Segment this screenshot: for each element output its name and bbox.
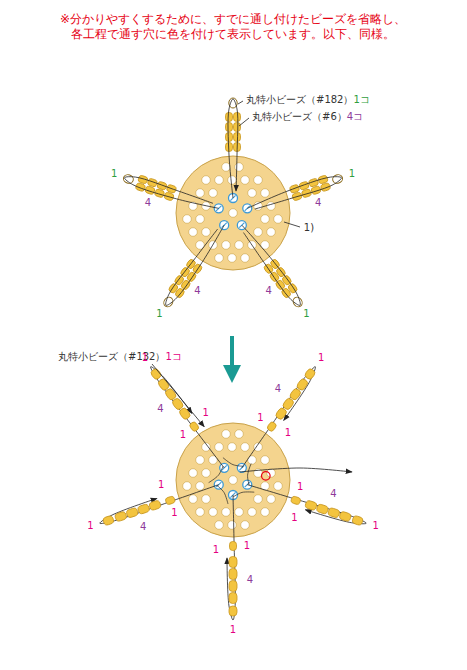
bead-count: 1 [180, 429, 186, 442]
bead-count: 4 [145, 197, 151, 210]
bead [102, 515, 114, 526]
bead [157, 378, 170, 392]
bead [149, 500, 162, 511]
bead [229, 569, 237, 580]
bead-count: 4 [275, 383, 281, 396]
callout-number: 1) [304, 222, 314, 235]
bead [266, 421, 277, 432]
bead [290, 496, 301, 505]
leader-line [284, 222, 300, 227]
bead-count: 4 [330, 488, 336, 501]
bead [126, 507, 139, 518]
bead-count: 1 [202, 407, 208, 420]
bead-count: 4 [315, 197, 321, 210]
bead [168, 283, 179, 294]
bead-count: 1 [318, 352, 324, 365]
bead-count: 4 [157, 403, 163, 416]
bead [230, 542, 237, 551]
bead-count: 1 [87, 520, 93, 533]
bead-count: 1 [213, 544, 219, 557]
marked-hole [262, 472, 271, 481]
bead [229, 593, 237, 604]
bead-arms [122, 98, 343, 309]
bead [114, 511, 127, 522]
bead [189, 421, 200, 432]
leader-line [238, 101, 243, 104]
bead [229, 557, 237, 568]
bead-count: 1 [111, 168, 117, 181]
bead [304, 368, 316, 381]
bead-count: 1 [171, 507, 177, 520]
bead-count: 1 [349, 168, 355, 181]
bead [226, 123, 233, 132]
bead-callout: 丸特小ビーズ（#6） [252, 111, 347, 124]
bead [147, 178, 158, 187]
bead [301, 189, 312, 198]
bead-count: 4 [194, 285, 200, 298]
bead-count: 1 [142, 352, 148, 365]
leader-line [239, 118, 249, 126]
bead-count: 4 [247, 574, 253, 587]
base-disc [176, 156, 290, 270]
bead [234, 123, 241, 132]
bead [352, 515, 364, 526]
bead-count: 1 [158, 479, 164, 492]
bead [339, 511, 352, 522]
bead-arms [100, 367, 366, 620]
bead-count: 1 [285, 427, 291, 440]
thread-exit [240, 468, 352, 472]
bead-count: 1 [303, 308, 309, 321]
bead [327, 507, 340, 518]
bead-count: 1 [297, 481, 303, 494]
bead [137, 504, 150, 515]
bead [226, 113, 233, 122]
bead [234, 133, 241, 142]
bead-count: 4コ [347, 111, 363, 124]
bead-count: 1 [257, 412, 263, 425]
bead [229, 606, 237, 616]
bead-count: 1 [230, 624, 236, 637]
step-arrow [230, 336, 234, 374]
note-text: ※分かりやすくするために、すでに通し付けたビーズを省略し、 各工程で通す穴に色を… [54, 12, 412, 42]
bead-callout: 丸特小ビーズ（#132） [58, 351, 165, 364]
bead-count: 1 [156, 308, 162, 321]
bead [234, 113, 241, 122]
bead [165, 496, 176, 505]
bead [316, 504, 329, 515]
bead [226, 133, 233, 142]
bead-count: 1コ [165, 351, 181, 364]
bead [320, 182, 331, 191]
bead-count: 1 [244, 540, 250, 553]
bead-callout: 丸特小ビーズ（#182） [246, 94, 353, 107]
bead-count: 1 [372, 520, 378, 533]
leader-line [152, 364, 204, 427]
bead [157, 181, 168, 190]
bead [305, 500, 318, 511]
bead [296, 378, 309, 392]
bead [229, 581, 237, 592]
bead-count: 1 [291, 512, 297, 525]
bead-count: 4 [140, 521, 146, 534]
bead-count: 4 [265, 285, 271, 298]
base-disc [176, 423, 290, 537]
bead-count: 1コ [353, 94, 369, 107]
